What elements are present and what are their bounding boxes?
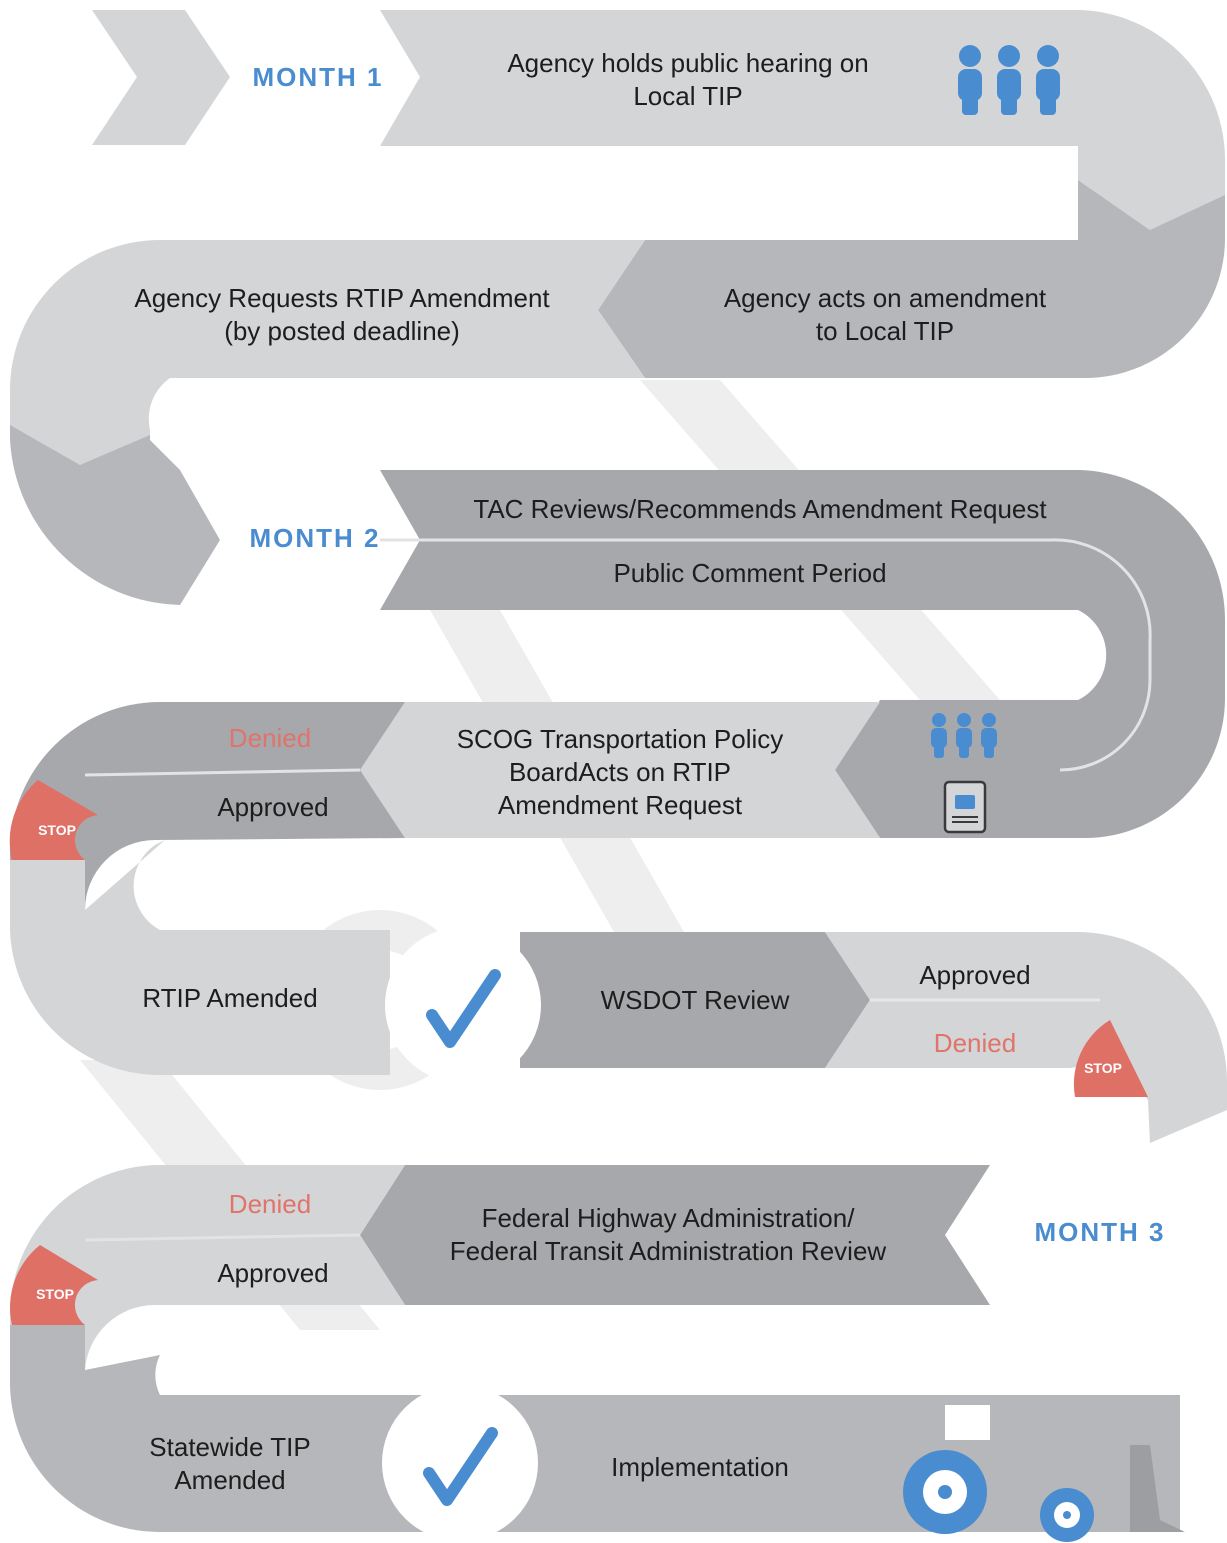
people-icon <box>931 713 997 758</box>
month-3-label: MONTH 3 <box>1035 1217 1166 1247</box>
road-segment-row5 <box>520 932 1227 1143</box>
svg-text:STOP: STOP <box>36 1286 74 1302</box>
svg-text:STOP: STOP <box>38 822 76 838</box>
road-segment-row4 <box>10 702 880 1075</box>
people-icon <box>958 45 1060 115</box>
step-statewide-tip-amended-line1: Statewide TIP <box>149 1432 310 1462</box>
thumbs-up-document-icon <box>943 780 987 834</box>
month-1-label: MONTH 1 <box>253 62 384 92</box>
outcome-approved: Approved <box>919 960 1030 990</box>
step-fhwa-fta-review-line1: Federal Highway Administration/ <box>482 1203 856 1233</box>
road-segment-row1 <box>92 10 1225 230</box>
road-segment-row6 <box>10 1165 990 1370</box>
road-segment-row2 <box>10 180 1225 605</box>
step-public-comment: Public Comment Period <box>613 558 886 588</box>
step-scog-board-line1: SCOG Transportation Policy <box>457 724 784 754</box>
checkmark-icon <box>385 927 541 1083</box>
step-acts-on-amendment-line1: Agency acts on amendment <box>724 283 1047 313</box>
stop-sign-icon: STOP <box>10 1245 98 1325</box>
checkmark-icon <box>382 1385 538 1541</box>
step-statewide-tip-amended-line2: Amended <box>174 1465 285 1495</box>
outcome-approved: Approved <box>217 792 328 822</box>
outcome-denied: Denied <box>229 1189 311 1219</box>
step-public-hearing-line1: Agency holds public hearing on <box>507 48 868 78</box>
step-scog-board-line3: Amendment Request <box>498 790 743 820</box>
road-segment-row3 <box>380 470 1225 839</box>
stop-sign-icon: STOP <box>1073 1020 1148 1097</box>
step-wsdot-review: WSDOT Review <box>601 985 790 1015</box>
stop-sign-icon: STOP <box>9 780 98 860</box>
step-requests-rtip-line1: Agency Requests RTIP Amendment <box>134 283 550 313</box>
step-requests-rtip-line2: (by posted deadline) <box>224 316 460 346</box>
step-tac-reviews: TAC Reviews/Recommends Amendment Request <box>473 494 1047 524</box>
step-fhwa-fta-review-line2: Federal Transit Administration Review <box>450 1236 887 1266</box>
step-scog-board-line2: BoardActs on RTIP <box>509 757 731 787</box>
step-rtip-amended: RTIP Amended <box>142 983 317 1013</box>
tractor-icon <box>903 1395 1185 1542</box>
step-acts-on-amendment-line2: to Local TIP <box>816 316 954 346</box>
outcome-approved: Approved <box>217 1258 328 1288</box>
svg-text:STOP: STOP <box>1084 1060 1122 1076</box>
step-public-hearing-line2: Local TIP <box>633 81 742 111</box>
road-segment-row7 <box>10 1325 1180 1533</box>
step-implementation: Implementation <box>611 1452 789 1482</box>
month-2-label: MONTH 2 <box>250 523 381 553</box>
outcome-denied: Denied <box>229 723 311 753</box>
outcome-denied: Denied <box>934 1028 1016 1058</box>
